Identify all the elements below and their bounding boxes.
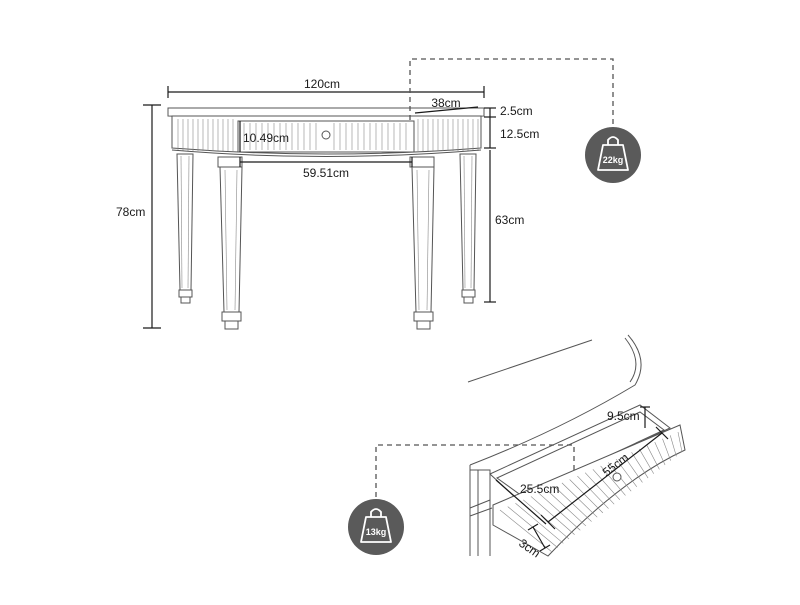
- drawer-detail-view: [467, 334, 686, 557]
- weight-leader-table: [409, 58, 614, 128]
- drawer-knob: [321, 130, 331, 140]
- drawer-weight-label: 13kg: [366, 527, 387, 537]
- back-leg-left: [176, 153, 194, 304]
- drawer-front-height-label: 10.49cm: [243, 131, 289, 145]
- table-weight-label: 22kg: [603, 155, 624, 165]
- apron-flutes: [177, 119, 479, 151]
- apron-height-label: 12.5cm: [500, 127, 539, 141]
- weight-leader-drawer: [375, 444, 575, 500]
- drawer-front: [237, 120, 415, 153]
- drawer-front-flutes: [499, 431, 683, 553]
- drawer-weight-badge: 13kg: [348, 499, 404, 555]
- front-leg-right: [409, 156, 435, 330]
- top-thickness-label: 2.5cm: [500, 104, 533, 118]
- front-view-dimensions: 120cm 38cm 2.5cm 12.5cm 10.49cm 59.51cm …: [116, 58, 614, 329]
- table-weight-badge: 22kg: [585, 127, 641, 183]
- drawer-flutes: [243, 123, 407, 150]
- width-label: 120cm: [304, 77, 340, 91]
- console-table-front-view: [167, 107, 485, 330]
- drawer-width-label: 25.5cm: [520, 482, 559, 496]
- back-leg-right: [459, 153, 477, 304]
- drawer-height-label: 9.5cm: [607, 409, 640, 423]
- apron-bottom-edge: [171, 149, 482, 157]
- drawer-detail-knob: [612, 472, 622, 482]
- weight-icon: [597, 136, 629, 171]
- leg-height-label: 63cm: [495, 213, 524, 227]
- depth-label: 38cm: [431, 96, 460, 110]
- total-height-label: 78cm: [116, 205, 145, 219]
- drawer-front-width-label: 59.51cm: [303, 166, 349, 180]
- weight-icon: [360, 508, 392, 543]
- front-leg-left: [217, 156, 243, 330]
